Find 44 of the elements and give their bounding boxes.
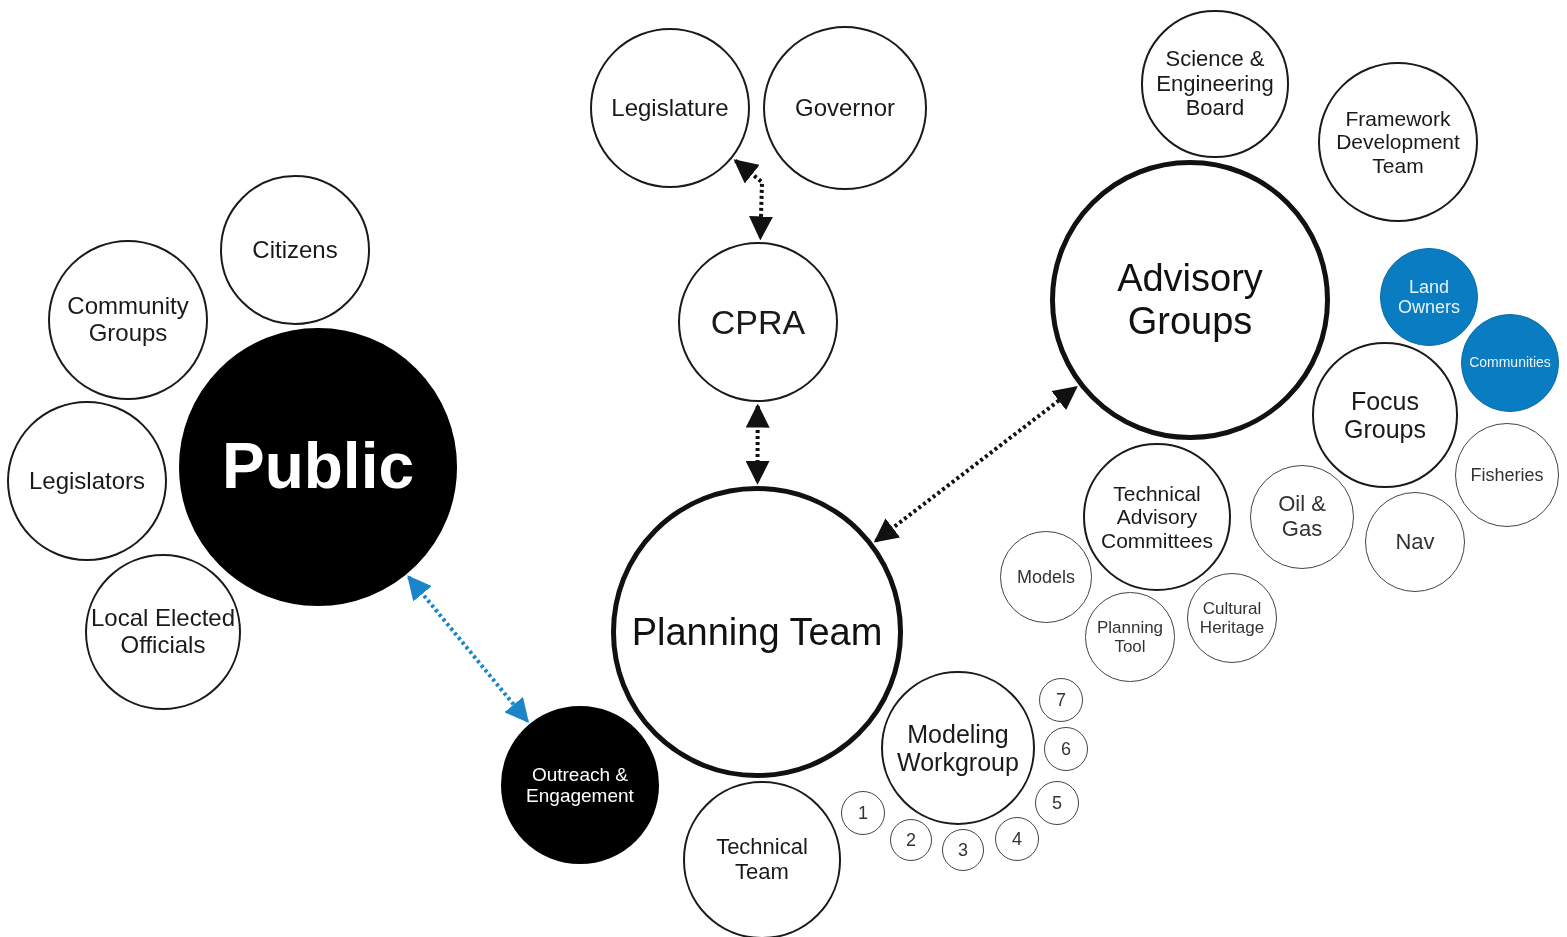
- small-circle: [1044, 727, 1088, 771]
- node-label: Models: [1016, 566, 1075, 588]
- node-label: Technical Team: [715, 835, 809, 885]
- small-circle: [941, 828, 985, 872]
- node-label: 3: [957, 839, 968, 861]
- node-label: 2: [906, 829, 916, 851]
- node-label: Nav: [1395, 529, 1435, 555]
- node-label: Outreach & Engagement: [525, 763, 635, 807]
- node-label: CPRA: [710, 302, 806, 342]
- double-arrow: [407, 575, 529, 724]
- node-label: Planning Tool: [1095, 617, 1165, 657]
- node-label: Community Groups: [66, 293, 190, 347]
- node-label: Governor: [794, 94, 895, 122]
- node-label: Planning Team: [631, 610, 883, 654]
- small-circle: [841, 791, 885, 835]
- node-label: Fisheries: [1470, 464, 1544, 486]
- node-label: Science & Engineering Board: [1155, 47, 1275, 121]
- small-circle: [889, 818, 933, 862]
- node-label: Advisory Groups: [1116, 257, 1264, 343]
- node-label: Citizens: [252, 236, 338, 264]
- node-label: Communities: [1469, 355, 1551, 371]
- circle-node: [1312, 342, 1458, 488]
- node-label: Land Owners: [1397, 276, 1461, 318]
- node-label: Local Elected Officials: [90, 605, 236, 659]
- node-label: 5: [1052, 792, 1062, 814]
- double-arrow: [873, 385, 1078, 543]
- small-circle: [1035, 781, 1079, 825]
- node-label: Legislature: [611, 94, 729, 122]
- node-label: 1: [858, 802, 868, 824]
- node-label: Oil & Gas: [1277, 492, 1327, 542]
- node-label: Modeling Workgroup: [896, 720, 1020, 776]
- double-arrow: [733, 159, 773, 241]
- double-arrow: [745, 403, 770, 485]
- small-circle: [1039, 678, 1083, 722]
- node-label: Framework Development Team: [1335, 106, 1461, 178]
- node-label: 4: [1012, 828, 1022, 850]
- node-label: Technical Advisory Committees: [1100, 481, 1214, 553]
- node-label: Focus Groups: [1343, 387, 1427, 443]
- small-circle: [995, 817, 1039, 861]
- node-label: Legislators: [28, 467, 146, 495]
- node-label: 7: [1056, 689, 1066, 711]
- node-label: Public: [221, 431, 414, 503]
- node-label: Cultural Heritage: [1198, 598, 1266, 637]
- node-label: 6: [1061, 738, 1071, 760]
